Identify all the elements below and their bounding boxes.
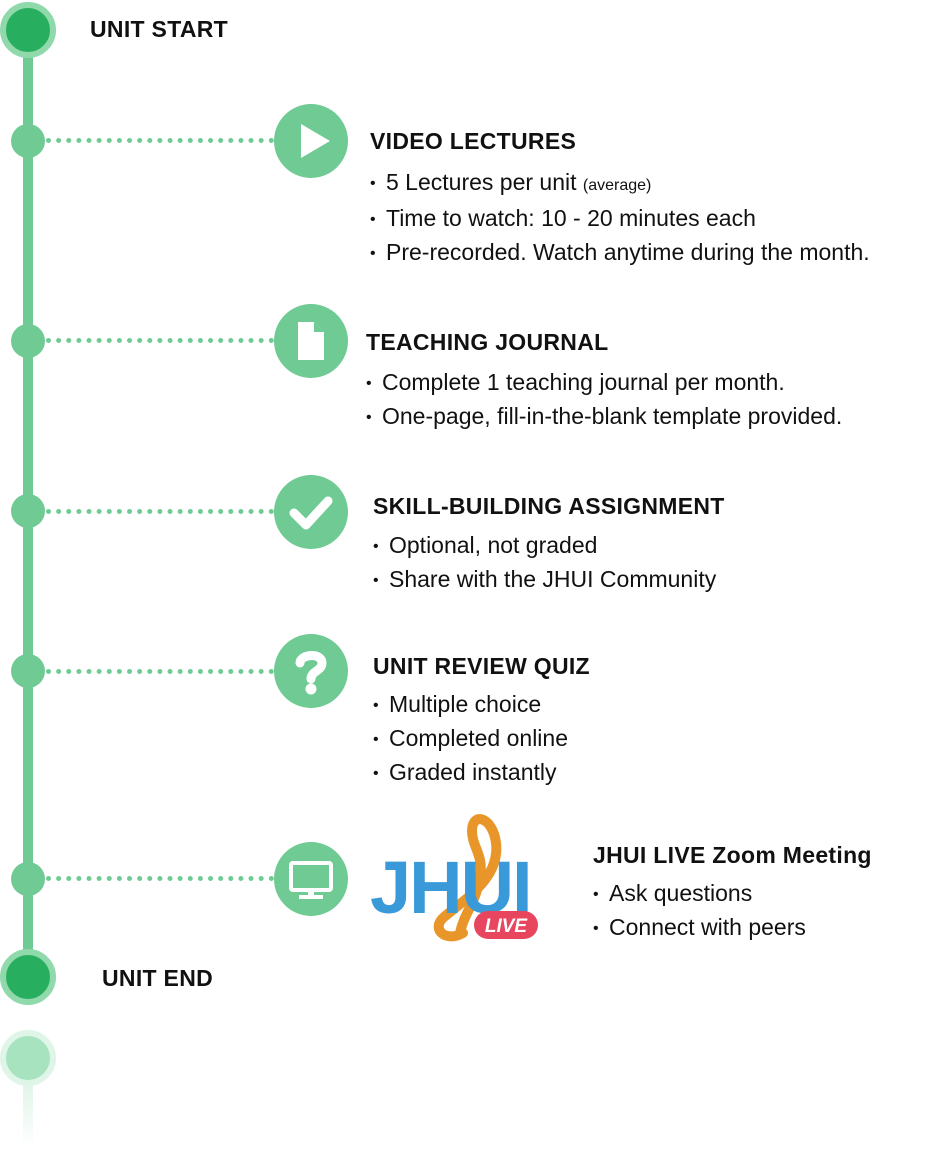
checkmark-icon: [274, 475, 348, 549]
jhui-live-logo: JHUI LIVE: [368, 805, 558, 950]
step-bullets: Optional, not graded Share with the JHUI…: [373, 529, 716, 597]
bullet-note: (average): [582, 177, 652, 194]
step-title: SKILL-BUILDING ASSIGNMENT: [373, 493, 725, 519]
dotted-connector: [46, 138, 274, 143]
unit-start-label: UNIT START: [90, 16, 229, 42]
step-bullets: Complete 1 teaching journal per month. O…: [366, 366, 842, 434]
bullet-text: 5 Lectures per unit: [386, 169, 577, 195]
unit-end-marker: [0, 949, 56, 1005]
timeline-node: [11, 494, 45, 528]
step-title: TEACHING JOURNAL: [366, 329, 609, 355]
monitor-icon: [274, 842, 348, 916]
unit-start-marker: [0, 2, 56, 58]
bullet-item: Multiple choice: [373, 688, 568, 722]
timeline-node: [11, 654, 45, 688]
dotted-connector: [46, 669, 274, 674]
timeline-node: [11, 862, 45, 896]
dotted-connector: [46, 876, 274, 881]
bullet-item: Optional, not graded: [373, 529, 716, 563]
next-unit-marker: [0, 1030, 56, 1086]
bullet-item: Pre-recorded. Watch anytime during the m…: [370, 236, 870, 270]
bullet-item: Share with the JHUI Community: [373, 563, 716, 597]
dotted-connector: [46, 509, 274, 514]
timeline-node: [11, 324, 45, 358]
bullet-item: One-page, fill-in-the-blank template pro…: [366, 400, 842, 434]
bullet-item: Complete 1 teaching journal per month.: [366, 366, 842, 400]
step-title: JHUI LIVE Zoom Meeting: [593, 842, 872, 868]
bullet-item: Completed online: [373, 722, 568, 756]
unit-end-label: UNIT END: [102, 965, 214, 991]
question-icon: [274, 634, 348, 708]
timeline-node: [11, 124, 45, 158]
document-icon: [274, 304, 348, 378]
step-title: UNIT REVIEW QUIZ: [373, 653, 590, 679]
bullet-item: Graded instantly: [373, 756, 568, 790]
logo-badge: LIVE: [485, 916, 529, 937]
logo-graphic: JHUI LIVE: [370, 814, 538, 942]
bullet-item: Connect with peers: [593, 911, 806, 945]
bullet-item: 5 Lectures per unit (average): [370, 166, 870, 202]
bullet-item: Ask questions: [593, 877, 806, 911]
step-bullets: 5 Lectures per unit (average) Time to wa…: [370, 166, 870, 270]
bullet-item: Time to watch: 10 - 20 minutes each: [370, 202, 870, 236]
step-title: VIDEO LECTURES: [370, 128, 577, 154]
dotted-connector: [46, 338, 274, 343]
play-icon: [274, 104, 348, 178]
step-bullets: Ask questions Connect with peers: [593, 877, 806, 945]
timeline-fade-tail: [23, 1058, 33, 1148]
step-bullets: Multiple choice Completed online Graded …: [373, 688, 568, 790]
